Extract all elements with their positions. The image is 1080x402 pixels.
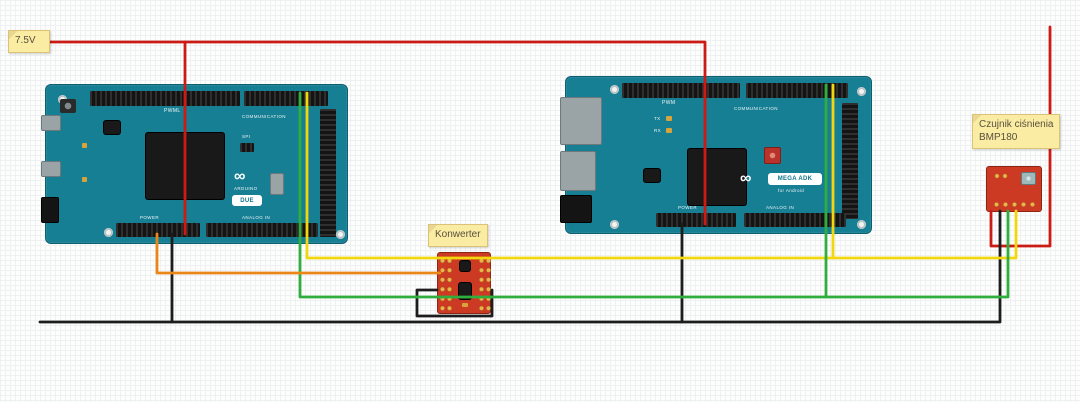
reset-button[interactable] (60, 99, 76, 113)
mounting-hole (610, 85, 619, 94)
bottom-pin-pads[interactable] (992, 200, 1038, 209)
small-ic-chip (104, 121, 120, 134)
mosfet-chip (459, 283, 471, 299)
wire-yellow-scl[interactable] (305, 91, 1018, 260)
power-pin-header[interactable] (116, 223, 200, 237)
mounting-hole (857, 87, 866, 96)
capacitor (82, 177, 87, 182)
for-android-label: for Android (778, 188, 805, 193)
power-pin-header[interactable] (656, 213, 736, 227)
power-label: POWER (678, 205, 698, 210)
small-ic-chip (644, 169, 660, 182)
analog-in-label: ANALOG IN (766, 205, 795, 210)
pwm-label: PWM (662, 100, 676, 106)
arduino-mega-adk-board[interactable]: PWM COMMUNICATION TX RX ∞ MEGA ADK for A… (560, 76, 872, 234)
mounting-hole (336, 230, 345, 239)
power-jack (41, 197, 59, 223)
side-pin-header[interactable] (320, 109, 336, 237)
wire-gnd-converter[interactable] (415, 288, 494, 318)
resistor (462, 303, 468, 307)
wire-green-sda[interactable] (298, 91, 1010, 299)
arduino-infinity-logo: ∞ (740, 170, 752, 187)
usb-port (41, 115, 61, 131)
spi-label: SPI (242, 134, 251, 139)
pwm-label: PWML (164, 108, 181, 114)
communication-pin-header[interactable] (746, 83, 848, 98)
mosfet-chip (460, 261, 470, 271)
capacitor (82, 143, 87, 148)
note-konwerter[interactable]: Konwerter (428, 224, 488, 247)
power-jack (560, 195, 592, 223)
usb-port (560, 151, 596, 191)
wire-orange-due-converter[interactable] (155, 232, 442, 275)
bmp180-note-line1: Czujnik ciśnienia (979, 119, 1054, 130)
power-label: POWER (140, 215, 160, 220)
analog-pin-header[interactable] (206, 223, 318, 237)
usb-host-port (560, 97, 602, 145)
mounting-hole (610, 220, 619, 229)
tx-label: TX (654, 116, 661, 121)
communication-label: COMMUNICATION (734, 106, 778, 111)
usb-port (41, 161, 61, 177)
note-supply-voltage[interactable]: 7.5V (8, 30, 50, 53)
rx-label: RX (654, 128, 662, 133)
arduino-brand-label: ARDUINO (234, 186, 258, 191)
analog-in-label: ANALOG IN (242, 215, 271, 220)
digital-pin-header[interactable] (622, 83, 740, 98)
due-model-badge: DUE (232, 195, 262, 206)
voltage-regulator (270, 173, 284, 195)
communication-label: COMMUNICATION (242, 114, 286, 119)
konwerter-text: Konwerter (435, 229, 481, 240)
mounting-hole (857, 220, 866, 229)
note-bmp180[interactable]: Czujnik ciśnienia BMP180 (972, 114, 1061, 149)
arduino-infinity-logo: ∞ (234, 168, 246, 185)
analog-pin-header[interactable] (744, 213, 846, 227)
reset-button[interactable] (764, 147, 781, 164)
wire-gnd-rail[interactable] (38, 209, 1002, 324)
bmp180-sensor-chip (1021, 172, 1036, 185)
mega-adk-model-badge: MEGA ADK (768, 173, 822, 185)
rx-led (666, 128, 672, 133)
wire-red-supply-main[interactable] (44, 40, 707, 226)
side-pin-header[interactable] (842, 103, 858, 219)
top-pads (993, 172, 1010, 181)
mounting-hole (104, 228, 113, 237)
supply-voltage-text: 7.5V (15, 35, 36, 46)
bmp180-note-line2: BMP180 (979, 131, 1018, 143)
digital-pin-header[interactable] (90, 91, 240, 106)
main-mcu-chip (688, 149, 746, 205)
tx-led (666, 116, 672, 121)
spi-pin-header[interactable] (240, 143, 254, 152)
bmp180-sensor-board[interactable] (986, 166, 1042, 212)
